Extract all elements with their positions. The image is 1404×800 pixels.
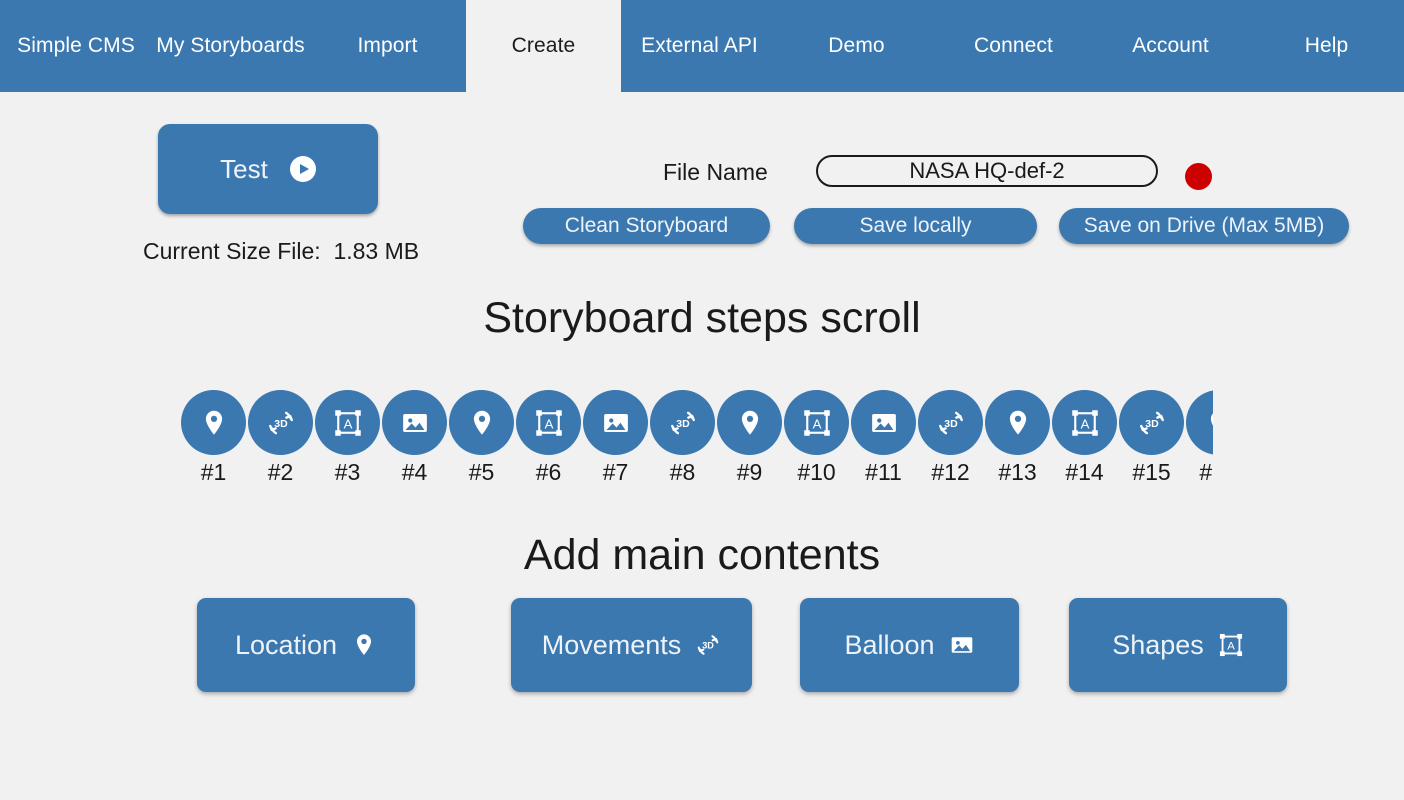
rotate-3d-icon: 3D	[695, 632, 721, 658]
rotate-3d-icon[interactable]: 3D	[248, 390, 313, 455]
storyboard-step[interactable]: A #10	[783, 390, 850, 486]
nav-item-simple-cms[interactable]: Simple CMS	[17, 33, 135, 57]
storyboard-step-label: #16	[1199, 459, 1213, 485]
image-icon[interactable]	[851, 390, 916, 455]
location-pin-icon[interactable]	[985, 390, 1050, 455]
svg-text:3D: 3D	[274, 417, 288, 429]
shapes-icon[interactable]: A	[784, 390, 849, 455]
storyboard-step-label: #13	[998, 459, 1037, 485]
top-navbar: Simple CMS My Storyboards Import Create Exte…	[0, 0, 1404, 91]
image-icon[interactable]	[583, 390, 648, 455]
rotate-3d-icon[interactable]: 3D	[918, 390, 983, 455]
location-pin-icon[interactable]	[181, 390, 246, 455]
storyboard-steps-track: #1 3D #2 A #3 #4 #5 A #6	[180, 390, 1213, 495]
storyboard-step[interactable]: 3D #15	[1118, 390, 1185, 486]
storyboard-step[interactable]: #9	[716, 390, 783, 486]
file-name-input[interactable]	[816, 155, 1158, 187]
storyboard-step-label: #2	[267, 459, 294, 485]
nav-item-connect[interactable]: Connect	[974, 33, 1053, 57]
storyboard-step-label: #15	[1132, 459, 1171, 485]
save-on-drive-button[interactable]: Save on Drive (Max 5MB)	[1059, 208, 1349, 244]
storyboard-step-label: #5	[468, 459, 495, 485]
clean-storyboard-button[interactable]: Clean Storyboard	[523, 208, 770, 244]
svg-text:A: A	[544, 416, 553, 431]
svg-text:A: A	[1227, 641, 1235, 653]
storyboard-step-label: #12	[931, 459, 970, 485]
nav-item-import[interactable]: Import	[357, 33, 418, 57]
shapes-icon[interactable]: A	[516, 390, 581, 455]
navbar-underline	[0, 89, 1404, 92]
rotate-3d-icon[interactable]: 3D	[1119, 390, 1184, 455]
storyboard-step-label: #1	[200, 459, 227, 485]
storyboard-step[interactable]: #1	[180, 390, 247, 486]
nav-item-account[interactable]: Account	[1132, 33, 1209, 57]
shapes-icon: A	[1218, 632, 1244, 658]
svg-text:A: A	[343, 416, 352, 431]
storyboard-step-label: #14	[1065, 459, 1104, 485]
storyboard-step[interactable]: A #6	[515, 390, 582, 486]
add-location-button[interactable]: Location	[197, 598, 415, 692]
storyboard-step-label: #11	[865, 459, 902, 485]
nav-item-demo[interactable]: Demo	[828, 33, 885, 57]
location-pin-icon[interactable]	[449, 390, 514, 455]
active-tab-underline-gap	[466, 89, 621, 92]
storyboard-step-label: #8	[669, 459, 696, 485]
storyboard-steps-scroller[interactable]: #1 3D #2 A #3 #4 #5 A #6	[180, 390, 1213, 495]
location-pin-icon[interactable]	[717, 390, 782, 455]
storyboard-step[interactable]: A #3	[314, 390, 381, 486]
add-shapes-label: Shapes	[1112, 629, 1204, 660]
storyboard-step-label: #7	[602, 459, 629, 485]
storyboard-steps-title: Storyboard steps scroll	[483, 294, 921, 342]
svg-text:3D: 3D	[1145, 417, 1159, 429]
storyboard-step[interactable]: #5	[448, 390, 515, 486]
save-locally-button[interactable]: Save locally	[794, 208, 1037, 244]
location-pin-icon[interactable]	[1186, 390, 1213, 455]
record-status-indicator	[1185, 163, 1212, 190]
file-name-label: File Name	[663, 159, 768, 185]
add-main-contents-title: Add main contents	[523, 531, 881, 579]
image-icon	[949, 632, 975, 658]
nav-item-external-api[interactable]: External API	[641, 33, 758, 57]
storyboard-step[interactable]: 3D #12	[917, 390, 984, 486]
storyboard-step[interactable]: #7	[582, 390, 649, 486]
storyboard-step[interactable]: #4	[381, 390, 448, 486]
storyboard-step[interactable]: 3D #2	[247, 390, 314, 486]
add-shapes-button[interactable]: Shapes A	[1069, 598, 1287, 692]
add-balloon-label: Balloon	[844, 629, 935, 660]
add-balloon-button[interactable]: Balloon	[800, 598, 1019, 692]
test-button-label: Test	[220, 153, 268, 184]
storyboard-step[interactable]: #13	[984, 390, 1051, 486]
storyboard-step-label: #6	[535, 459, 562, 485]
add-location-label: Location	[234, 629, 338, 660]
storyboard-step-label: #9	[736, 459, 763, 485]
storyboard-step-label: #3	[334, 459, 361, 485]
current-file-size: Current Size File: 1.83 MB	[143, 238, 420, 264]
test-button[interactable]: Test	[158, 124, 378, 214]
storyboard-step[interactable]: A #14	[1051, 390, 1118, 486]
play-icon	[289, 156, 316, 182]
image-icon[interactable]	[382, 390, 447, 455]
nav-item-my-storyboards[interactable]: My Storyboards	[156, 33, 305, 57]
shapes-icon[interactable]: A	[315, 390, 380, 455]
svg-text:3D: 3D	[702, 640, 714, 650]
rotate-3d-icon[interactable]: 3D	[650, 390, 715, 455]
storyboard-step[interactable]: 3D #8	[649, 390, 716, 486]
svg-text:A: A	[1080, 416, 1089, 431]
svg-text:A: A	[812, 416, 821, 431]
storyboard-step[interactable]: #16	[1185, 390, 1213, 486]
storyboard-step[interactable]: #11	[850, 390, 917, 486]
add-movements-label: Movements	[541, 629, 682, 660]
storyboard-step-label: #4	[401, 459, 428, 485]
nav-item-create[interactable]: Create	[466, 0, 621, 91]
storyboard-step-label: #10	[797, 459, 836, 485]
location-pin-icon	[351, 632, 377, 658]
shapes-icon[interactable]: A	[1052, 390, 1117, 455]
nav-item-help[interactable]: Help	[1304, 33, 1349, 57]
svg-text:3D: 3D	[944, 417, 958, 429]
add-movements-button[interactable]: Movements 3D	[511, 598, 752, 692]
svg-text:3D: 3D	[676, 417, 690, 429]
